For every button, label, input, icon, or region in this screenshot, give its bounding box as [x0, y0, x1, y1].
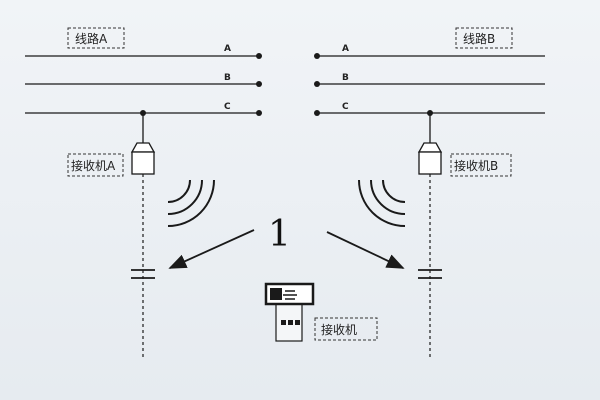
phase-label-a-right: A [342, 44, 349, 54]
marker-number: 1 [268, 214, 291, 255]
line-b-label: 线路B [463, 31, 495, 46]
handheld-receiver-label: 接收机 [321, 322, 357, 337]
handheld-receiver-icon [264, 282, 315, 342]
capacitor-right-icon [418, 269, 442, 279]
arrow-to-right [326, 231, 405, 269]
terminal-dot [256, 110, 262, 116]
signal-waves-right-icon [358, 179, 406, 227]
phase-label-b-left: B [224, 73, 231, 83]
terminal-dot [314, 110, 320, 116]
line-group-b [316, 55, 545, 114]
terminal-dot [256, 81, 262, 87]
receiver-b-label: 接收机B [454, 158, 498, 173]
terminal-dot [314, 81, 320, 87]
phase-label-c-right: C [342, 102, 349, 112]
capacitor-left-icon [131, 269, 155, 279]
terminal-dot [314, 53, 320, 59]
phase-label-c-left: C [224, 102, 231, 112]
arrow-to-left [168, 229, 255, 269]
signal-waves-left-icon [167, 179, 215, 227]
line-a-label-box [67, 27, 125, 49]
phase-label-a-left: A [224, 44, 231, 54]
receiver-b-label-box [450, 153, 512, 177]
line-b-label-box [455, 27, 513, 49]
line-a-terminals [140, 53, 262, 116]
line-a-label: 线路A [75, 31, 108, 46]
clamp-sensor-right-icon [417, 142, 443, 175]
handheld-receiver-label-box [314, 317, 378, 341]
terminal-dot [256, 53, 262, 59]
receiver-a-label-box [67, 153, 124, 177]
clamp-sensor-left-icon [130, 142, 156, 175]
phase-label-b-right: B [342, 73, 349, 83]
receiver-a-label: 接收机A [71, 158, 116, 173]
